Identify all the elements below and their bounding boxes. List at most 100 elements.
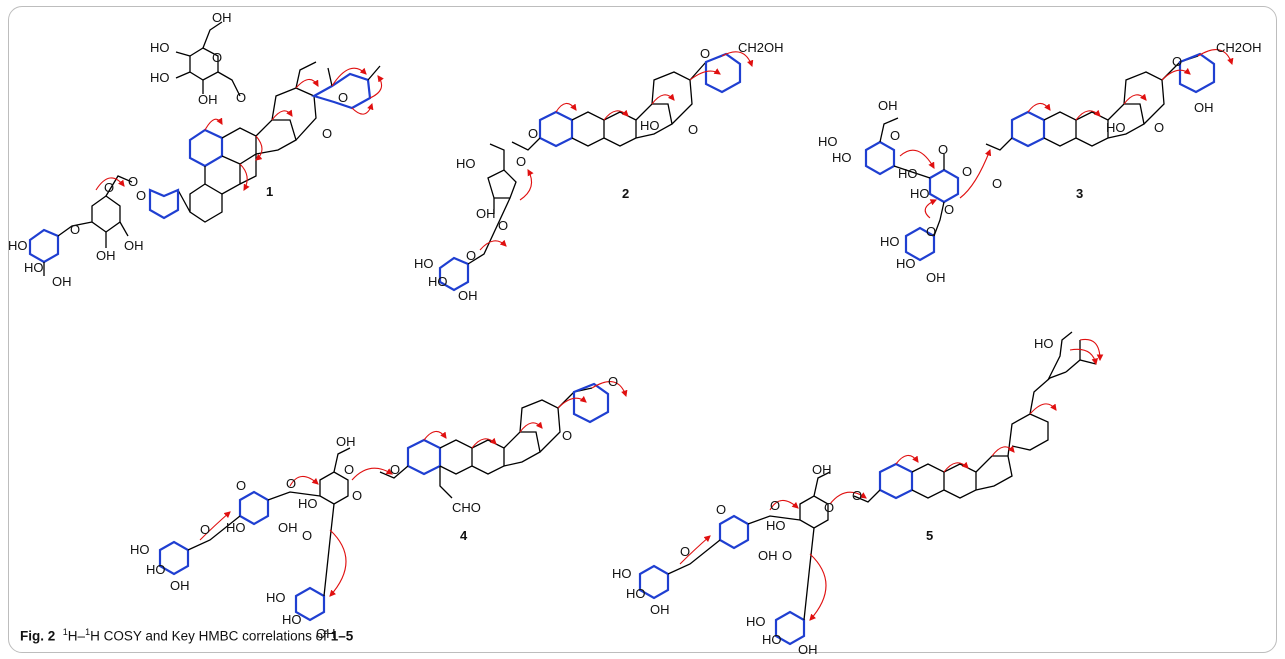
label-c4-oh-4: OH xyxy=(316,626,336,641)
label-c1-ho-4: HO xyxy=(24,260,44,275)
label-c5-ho-5: HO xyxy=(762,632,782,647)
label-c3-o-5: O xyxy=(962,164,972,179)
label-c3-ho-3: HO xyxy=(832,150,852,165)
compound-1-structure xyxy=(28,21,381,276)
figure-frame xyxy=(8,6,1277,653)
label-c4-oh-2: OH xyxy=(278,520,298,535)
label-c3-o-6: O xyxy=(992,176,1002,191)
compound-number-4: 4 xyxy=(460,528,468,543)
label-c4-o-2: O xyxy=(562,428,572,443)
label-c2-ch2oh: CH2OH xyxy=(738,40,784,55)
label-c2-o-3: O xyxy=(528,126,538,141)
compound-5-structure xyxy=(638,331,1097,646)
atom-labels: OH HO HO O OH O O O O O O O HO HO OH O H … xyxy=(8,10,1262,657)
compound-number-1: 1 xyxy=(266,184,273,199)
label-c5-ho-2: HO xyxy=(612,566,632,581)
label-c3-ho-7: HO xyxy=(896,256,916,271)
caption-label: Fig. 2 xyxy=(20,628,56,644)
label-c4-ho-6: HO xyxy=(282,612,302,627)
compound-4-structure xyxy=(158,382,610,622)
label-c2-o-6: O xyxy=(466,248,476,263)
label-c5-o-1: O xyxy=(852,488,862,503)
label-c2-oh-1: OH xyxy=(476,206,496,221)
label-c1-o-link: O xyxy=(236,90,246,105)
compound-number-2: 2 xyxy=(622,186,629,201)
label-c5-oh-1: OH xyxy=(812,462,832,477)
caption-text: H COSY and Key HMBC correlations of xyxy=(90,628,331,644)
compound-2-hmbc-arrows xyxy=(479,51,754,251)
compound-4-hmbc-arrows xyxy=(199,381,628,597)
label-c2-o-2: O xyxy=(688,122,698,137)
label-c5-ho-3: HO xyxy=(626,586,646,601)
label-c5-o-2: O xyxy=(824,500,834,515)
caption-sup-2: 1 xyxy=(85,627,91,637)
label-c3-o-8: O xyxy=(926,224,936,239)
label-c1-o-3: O xyxy=(136,188,146,203)
label-c5-o-4: O xyxy=(782,548,792,563)
label-c2-ho-4: HO xyxy=(428,274,448,289)
label-c4-o-4: O xyxy=(344,462,354,477)
compound-3-structure xyxy=(864,52,1216,262)
label-c3-ho-4: HO xyxy=(898,166,918,181)
label-c5-oh-4: OH xyxy=(798,642,818,657)
label-c4-cho: CHO xyxy=(452,500,481,515)
label-c2-ho-2: HO xyxy=(456,156,476,171)
compound-3-hmbc-arrows xyxy=(899,49,1234,219)
label-c5-ho-1: HO xyxy=(766,518,786,533)
label-c3-o-1: O xyxy=(1172,54,1182,69)
label-c1-o-ring2: O xyxy=(322,126,332,141)
label-c4-o-5: O xyxy=(352,488,362,503)
label-c4-o-9: O xyxy=(200,522,210,537)
label-c4-oh-1: OH xyxy=(336,434,356,449)
label-c4-o-1: O xyxy=(608,374,618,389)
label-c2-o-1: O xyxy=(700,46,710,61)
label-c5-ho-4: HO xyxy=(746,614,766,629)
compound-number-5: 5 xyxy=(926,528,933,543)
label-c1-o-6: O xyxy=(70,222,80,237)
label-c4-oh-3: OH xyxy=(170,578,190,593)
label-c1-o-4: O xyxy=(104,180,114,195)
label-c4-ho-3: HO xyxy=(130,542,150,557)
label-c5-oh-2: OH xyxy=(758,548,778,563)
label-c3-ho-2: HO xyxy=(818,134,838,149)
label-c2-oh-2: OH xyxy=(458,288,478,303)
label-c3-oh-3: OH xyxy=(926,270,946,285)
compound-2-structure xyxy=(438,52,742,292)
label-c5-ho-top: HO xyxy=(1034,336,1054,351)
caption-h1a: H– xyxy=(67,628,86,644)
label-c3-o-2: O xyxy=(1154,120,1164,135)
label-c1-oh-3: OH xyxy=(96,248,116,263)
label-c5-oh-3: OH xyxy=(650,602,670,617)
label-c1-oh-top: OH xyxy=(212,10,232,25)
label-c1-oh-2: OH xyxy=(52,274,72,289)
label-c4-ho-2: HO xyxy=(226,520,246,535)
label-c4-o-8: O xyxy=(236,478,246,493)
label-c4-o-6: O xyxy=(286,476,296,491)
label-c1-oh-4: OH xyxy=(124,238,144,253)
label-c4-o-7: O xyxy=(302,528,312,543)
label-c2-ho-3: HO xyxy=(414,256,434,271)
label-c4-ho-5: HO xyxy=(266,590,286,605)
label-c3-ho-1: HO xyxy=(1106,120,1126,135)
label-c3-ch2oh: CH2OH xyxy=(1216,40,1262,55)
label-c1-ho-3: HO xyxy=(8,238,28,253)
label-c5-o-5: O xyxy=(716,502,726,517)
label-c1-o-ring1: O xyxy=(338,90,348,105)
label-c1-oh-mid: OH xyxy=(198,92,218,107)
label-c2-o-5: O xyxy=(498,218,508,233)
caption-range: 1–5 xyxy=(330,628,354,644)
figure-caption: Fig. 2 1H–1H COSY and Key HMBC correlati… xyxy=(20,627,353,644)
label-c3-o-7: O xyxy=(944,202,954,217)
label-c4-ho-4: HO xyxy=(146,562,166,577)
label-c4-ho-1: HO xyxy=(298,496,318,511)
caption-sup-1: 1 xyxy=(62,627,68,637)
compound-5-hmbc-arrows xyxy=(679,338,1104,621)
label-c1-o-5: O xyxy=(128,174,138,189)
label-c5-o-6: O xyxy=(680,544,690,559)
label-c1-ho-2: HO xyxy=(150,70,170,85)
compound-number-3: 3 xyxy=(1076,186,1083,201)
label-c1-o-sugar: O xyxy=(212,50,222,65)
label-c5-o-3: O xyxy=(770,498,780,513)
label-c3-o-4: O xyxy=(938,142,948,157)
